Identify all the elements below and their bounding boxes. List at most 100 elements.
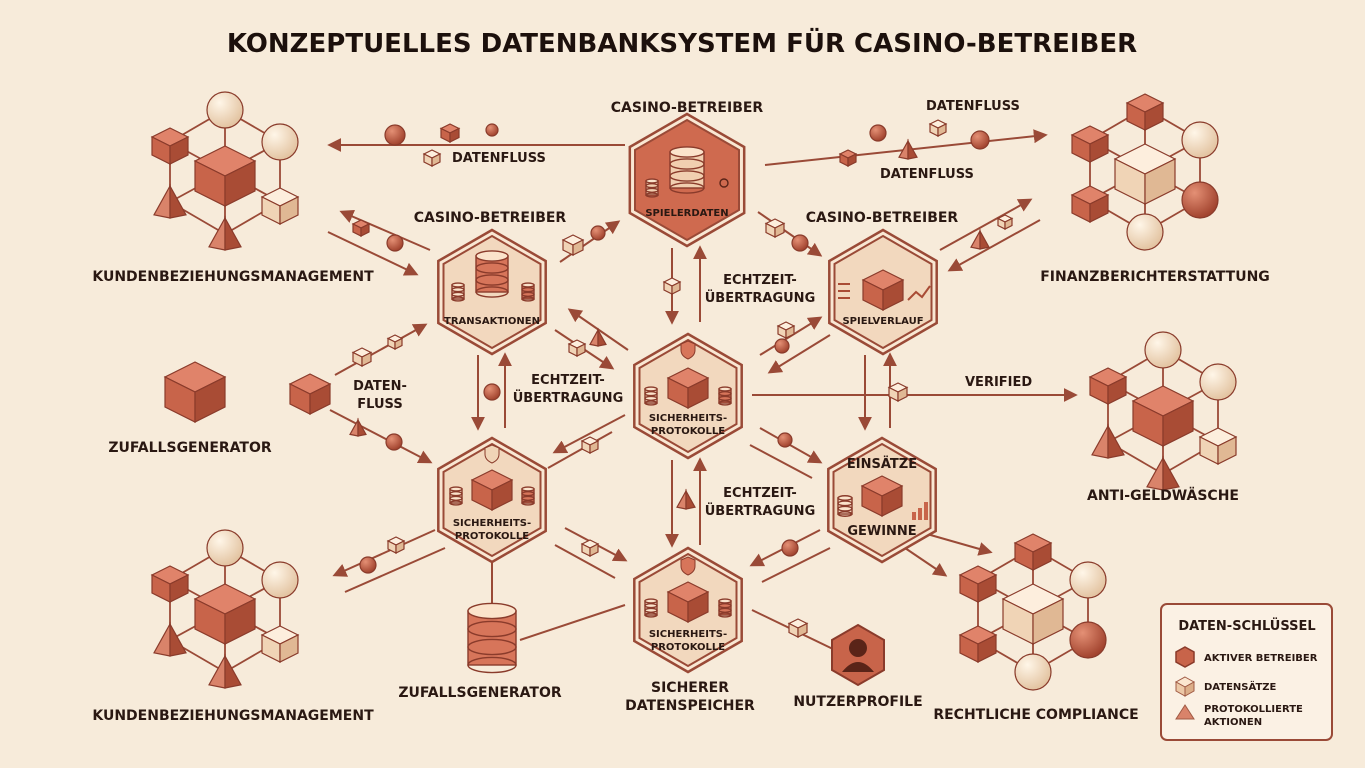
- flow-label-datenfluss-split-2: FLUSS: [357, 397, 402, 412]
- hub-lowleft-label-1: SICHERHEITS-: [453, 518, 531, 529]
- list-icon: [838, 283, 850, 299]
- hub-right-spielverlauf: [828, 228, 938, 356]
- hub-left-header: CASINO-BETREIBER: [414, 210, 567, 226]
- pyramid-icon: [1091, 423, 1125, 459]
- flow-label-echtzeit-2-a: ECHTZEIT-: [531, 373, 605, 388]
- hub-lowright-top: EINSÄTZE: [847, 456, 917, 472]
- hub-bottom-label-1: SICHERHEITS-: [649, 629, 727, 640]
- cube-icon: [193, 583, 257, 645]
- database-small-icon: [837, 495, 853, 517]
- legend-box: [1160, 603, 1333, 741]
- flow-label-echtzeit-1-a: ECHTZEIT-: [723, 273, 797, 288]
- cluster-label-crm-bottom: KUNDENBEZIEHUNGSMANAGEMENT: [92, 708, 374, 724]
- database-small-icon: [451, 282, 465, 302]
- pyramid-icon: [1175, 704, 1195, 720]
- cube-icon: [1088, 367, 1128, 405]
- cluster-aml: [1088, 331, 1238, 491]
- cube-icon: [958, 565, 998, 603]
- cluster-label-user-profiles: NUTZERPROFILE: [793, 694, 922, 710]
- sphere-icon: [590, 225, 606, 241]
- data-token-cube-icon: [567, 339, 587, 357]
- legend: DATEN-SCHLÜSSEL AKTIVER BETREIBER DATENS…: [1160, 603, 1333, 741]
- page-title: KONZEPTUELLES DATENBANKSYSTEM FÜR CASINO…: [227, 26, 1137, 59]
- hub-center-label-1: SICHERHEITS-: [649, 413, 727, 424]
- legend-title: DATEN-SCHLÜSSEL: [1178, 618, 1315, 634]
- sphere-icon: [1181, 181, 1219, 219]
- cube-icon: [666, 367, 710, 409]
- data-token-cube-icon: [580, 539, 600, 557]
- sphere-icon: [1144, 331, 1182, 369]
- cube-icon: [1001, 583, 1065, 645]
- data-token-cube-icon: [776, 321, 796, 339]
- data-token-cube-icon: [838, 149, 858, 167]
- pyramid-icon: [208, 653, 242, 689]
- data-token-cube-icon: [928, 119, 948, 137]
- data-token-cube-icon: [996, 214, 1014, 230]
- cluster-label-finance: FINANZBERICHTERSTATTUNG: [1040, 269, 1270, 285]
- cluster-compliance: [958, 533, 1107, 691]
- cube-icon: [861, 269, 905, 311]
- pyramid-icon: [970, 228, 990, 250]
- flow-label-datenfluss-right-mid: DATENFLUSS: [880, 167, 974, 182]
- flow-label-echtzeit-1-b: ÜBERTRAGUNG: [705, 290, 816, 306]
- trend-chart-icon: [907, 285, 931, 301]
- data-token-cube-icon: [351, 219, 371, 237]
- cluster-label-crm-top: KUNDENBEZIEHUNGSMANAGEMENT: [92, 269, 374, 285]
- data-token-cube-icon: [561, 234, 585, 256]
- cube-icon: [1013, 533, 1053, 571]
- data-token-cube-icon: [422, 149, 442, 167]
- pyramid-icon: [153, 621, 187, 657]
- pyramid-icon: [676, 488, 696, 510]
- cluster-label-storage-1: SICHERER: [651, 680, 729, 696]
- sphere-icon: [1199, 363, 1237, 401]
- sphere-icon: [485, 123, 499, 137]
- cube-icon: [1174, 676, 1196, 697]
- data-token-cube-icon: [887, 382, 909, 402]
- sphere-icon: [1181, 121, 1219, 159]
- rng-icon: [163, 361, 332, 423]
- sphere-icon: [774, 338, 790, 354]
- sphere-icon: [869, 124, 887, 142]
- user-profile-icon: [831, 623, 885, 687]
- storage-database-icon: [467, 602, 517, 674]
- sphere-icon: [261, 561, 299, 599]
- cube-icon: [470, 469, 514, 511]
- pyramid-icon: [589, 327, 607, 347]
- cube-icon: [1125, 93, 1165, 131]
- flow-label-verified: VERIFIED: [965, 375, 1032, 390]
- legend-item-records: DATENSÄTZE: [1174, 676, 1277, 697]
- cube-icon: [150, 127, 190, 165]
- flow-label-datenfluss-left: DATENFLUSS: [452, 151, 546, 166]
- shield-icon: [680, 340, 696, 360]
- hub-left-label: TRANSAKTIONEN: [444, 316, 540, 327]
- cube-icon: [666, 581, 710, 623]
- hub-lowleft-label-2: PROTOKOLLE: [455, 531, 529, 542]
- database-small-icon: [644, 598, 658, 618]
- shield-icon: [484, 444, 500, 464]
- sphere-icon: [970, 130, 990, 150]
- pyramid-icon: [1146, 455, 1180, 491]
- cube-icon: [260, 187, 300, 225]
- hub-top-label: SPIELERDATEN: [645, 208, 728, 219]
- cube-icon: [1198, 427, 1238, 465]
- cluster-label-compliance: RECHTLICHE COMPLIANCE: [933, 707, 1138, 723]
- sphere-icon: [1126, 213, 1164, 251]
- database-small-icon: [521, 282, 535, 302]
- legend-item-label: PROTOKOLLIERTE: [1204, 704, 1303, 715]
- hub-right-header: CASINO-BETREIBER: [806, 210, 959, 226]
- hub-center-label-2: PROTOKOLLE: [651, 426, 725, 437]
- database-small-icon: [718, 598, 732, 618]
- legend-item-logged: PROTOKOLLIERTE AKTIONEN: [1175, 704, 1303, 728]
- flow-label-datenfluss-split-1: DATEN-: [353, 379, 407, 394]
- data-token-cube-icon: [764, 218, 786, 238]
- data-token-cube-icon: [351, 347, 373, 367]
- database-small-icon: [644, 386, 658, 406]
- hub-lowright-einsaetze: [827, 436, 937, 564]
- hub-right-label: SPIELVERLAUF: [842, 316, 923, 327]
- cube-icon: [1113, 143, 1177, 205]
- data-token-cube-icon: [439, 123, 461, 143]
- cube-icon: [958, 625, 998, 663]
- hub-top-header: CASINO-BETREIBER: [611, 100, 764, 116]
